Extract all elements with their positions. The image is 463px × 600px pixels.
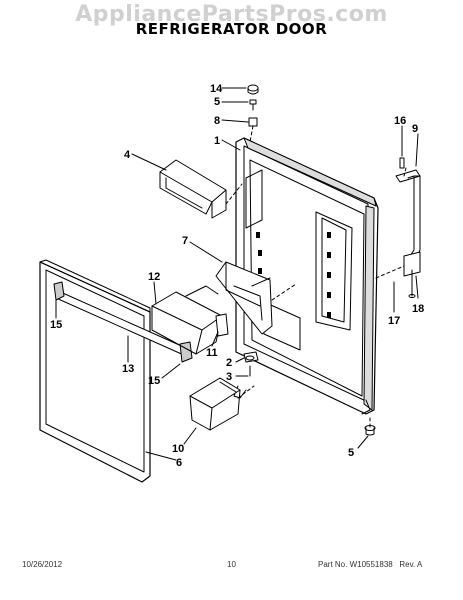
callout-8: 8 — [214, 115, 220, 127]
door-panel — [233, 137, 379, 415]
bottom-hinge-pin — [364, 425, 376, 436]
callout-7: 7 — [182, 235, 188, 247]
part-number: W10551838 — [349, 560, 393, 569]
callout-14: 14 — [210, 83, 223, 95]
callout-5-top: 5 — [214, 96, 220, 108]
callout-4: 4 — [124, 149, 131, 161]
callout-2: 2 — [226, 357, 232, 369]
part-number-label: Part No. — [318, 560, 348, 569]
door-bin-upper — [159, 159, 227, 219]
callout-11: 11 — [206, 347, 218, 359]
revision-label: Rev. — [399, 560, 416, 569]
door-bin-lower — [189, 377, 241, 431]
upper-hinge-parts — [247, 84, 259, 127]
callout-6: 6 — [176, 457, 182, 469]
assembly-guide-lines — [225, 125, 407, 429]
watermark: AppliancePartsPros.com — [75, 2, 388, 27]
callout-13: 13 — [122, 363, 134, 375]
callout-5-bottom: 5 — [348, 447, 354, 459]
footer-part-info: Part No. W10551838 Rev. A — [318, 560, 422, 569]
callout-18: 18 — [412, 303, 424, 315]
callout-16: 16 — [394, 115, 406, 127]
callout-3: 3 — [226, 371, 232, 383]
footer-date: 10/26/2012 — [22, 560, 63, 569]
callout-17: 17 — [388, 315, 400, 327]
upper-right-hinge — [395, 157, 421, 263]
callout-15-lower: 15 — [148, 375, 160, 387]
lower-hinge-parts — [403, 251, 421, 298]
door-gasket — [39, 259, 151, 483]
callout-12: 12 — [148, 271, 160, 283]
diagram-title: REFRIGERATOR DOOR — [135, 20, 328, 38]
footer-page-number: 10 — [227, 560, 236, 569]
revision-value: A — [417, 560, 423, 569]
callout-9: 9 — [412, 123, 418, 135]
callout-1: 1 — [214, 135, 220, 147]
callout-15-left: 15 — [50, 319, 62, 331]
callout-labels: 14 5 8 1 4 16 9 7 12 15 13 11 2 3 15 10 … — [50, 83, 424, 469]
callout-leaders — [55, 87, 419, 461]
small-hardware — [215, 313, 259, 377]
callout-10: 10 — [172, 443, 184, 455]
shelf-assembly — [215, 261, 273, 335]
